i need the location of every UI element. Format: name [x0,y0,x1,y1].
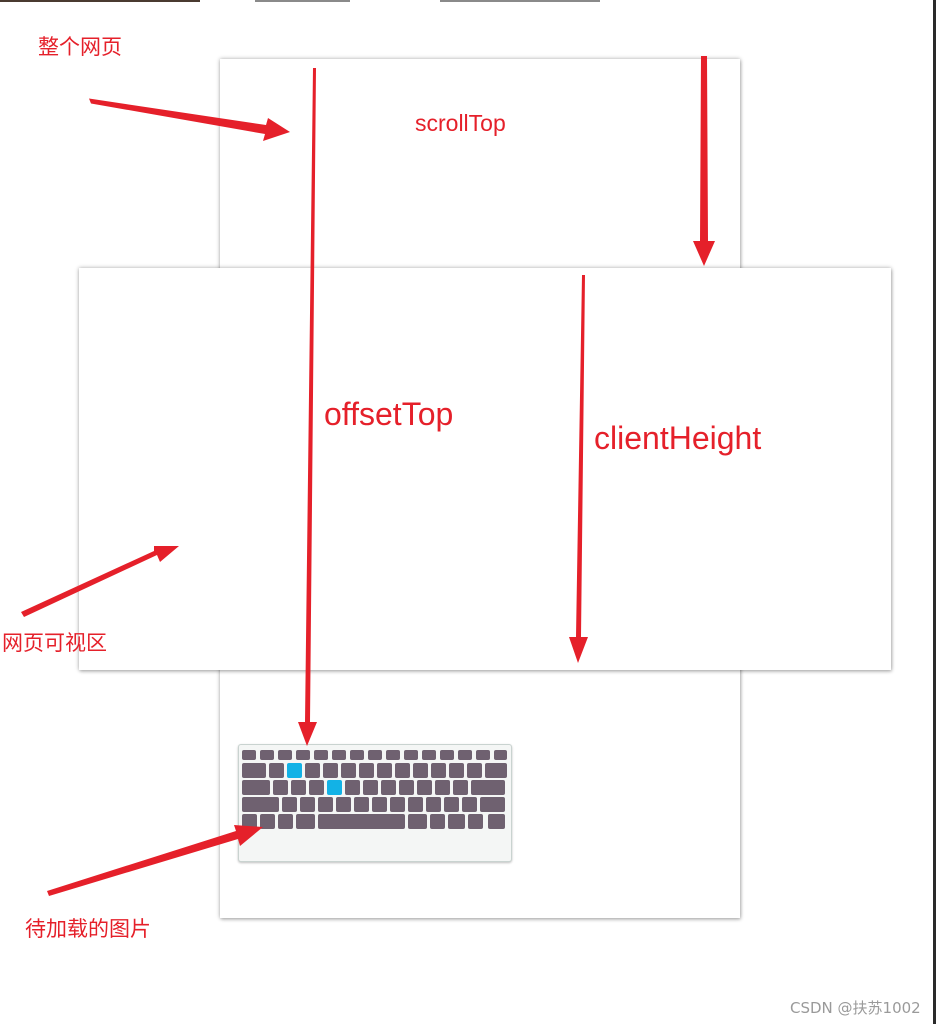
keyboard-key [359,763,374,778]
keyboard-key [278,814,293,829]
keyboard-key [318,797,333,812]
keyboard-key [323,763,338,778]
keyboard-key [242,780,270,795]
keyboard-key [488,814,505,829]
keyboard-key [345,780,360,795]
keyboard-key [417,780,432,795]
keyboard-key [408,814,427,829]
keyboard-key [440,750,454,760]
keyboard-key [242,797,279,812]
keyboard-key [354,797,369,812]
keyboard-key [242,814,257,829]
keyboard-key [408,797,423,812]
keyboard-key [260,814,275,829]
keyboard-icon [238,744,512,862]
keyboard-key [390,797,405,812]
keyboard-key [468,814,483,829]
keyboard-key [332,750,346,760]
viewport-box [79,268,891,670]
whole-page-label: 整个网页 [38,35,122,59]
keyboard-key [341,763,356,778]
keyboard-key [260,750,274,760]
keyboard-key [471,780,505,795]
keyboard-key [458,750,472,760]
keyboard-key [278,750,292,760]
keyboard-key [449,763,464,778]
keyboard-key [296,750,310,760]
top-edge-fragment [0,0,200,2]
right-edge-border [933,0,936,1024]
keyboard-key [242,750,256,760]
keyboard-key [269,763,284,778]
keyboard-key [404,750,418,760]
keyboard-key [426,797,441,812]
keyboard-key [476,750,490,760]
keyboard-key [305,763,320,778]
keyboard-key [386,750,400,760]
watermark: CSDN @扶苏1002 [790,999,921,1017]
keyboard-key [368,750,382,760]
keyboard-key [435,780,450,795]
keyboard-key [273,780,288,795]
keyboard-key [242,763,266,778]
keyboard-key-highlighted [287,763,302,778]
keyboard-key [291,780,306,795]
keyboard-key [318,814,405,829]
keyboard-key [314,750,328,760]
keyboard-key [363,780,378,795]
keyboard-key [485,763,507,778]
offsettop-label: offsetTop [324,396,454,432]
keyboard-key [448,814,465,829]
keyboard-key [431,763,446,778]
keyboard-key [336,797,351,812]
keyboard-key [422,750,436,760]
keyboard-key [467,763,482,778]
keyboard-key-highlighted [327,780,342,795]
keyboard-key [372,797,387,812]
keyboard-key [413,763,428,778]
keyboard-key [296,814,315,829]
keyboard-key [444,797,459,812]
keyboard-key [462,797,477,812]
keyboard-key [480,797,505,812]
clientheight-label: clientHeight [594,420,762,456]
keyboard-key [494,750,507,760]
keyboard-key [377,763,392,778]
keyboard-key [395,763,410,778]
scrolltop-label: scrollTop [415,110,506,136]
keyboard-key [282,797,297,812]
keyboard-key [381,780,396,795]
keyboard-key [399,780,414,795]
top-edge-fragment [255,0,350,2]
keyboard-key [300,797,315,812]
keyboard-key [350,750,364,760]
keyboard-key [453,780,468,795]
top-edge-fragment [440,0,600,2]
keyboard-key [430,814,445,829]
viewport-label: 网页可视区 [2,631,107,655]
image-to-load-label: 待加载的图片 [25,917,151,941]
keyboard-key [309,780,324,795]
